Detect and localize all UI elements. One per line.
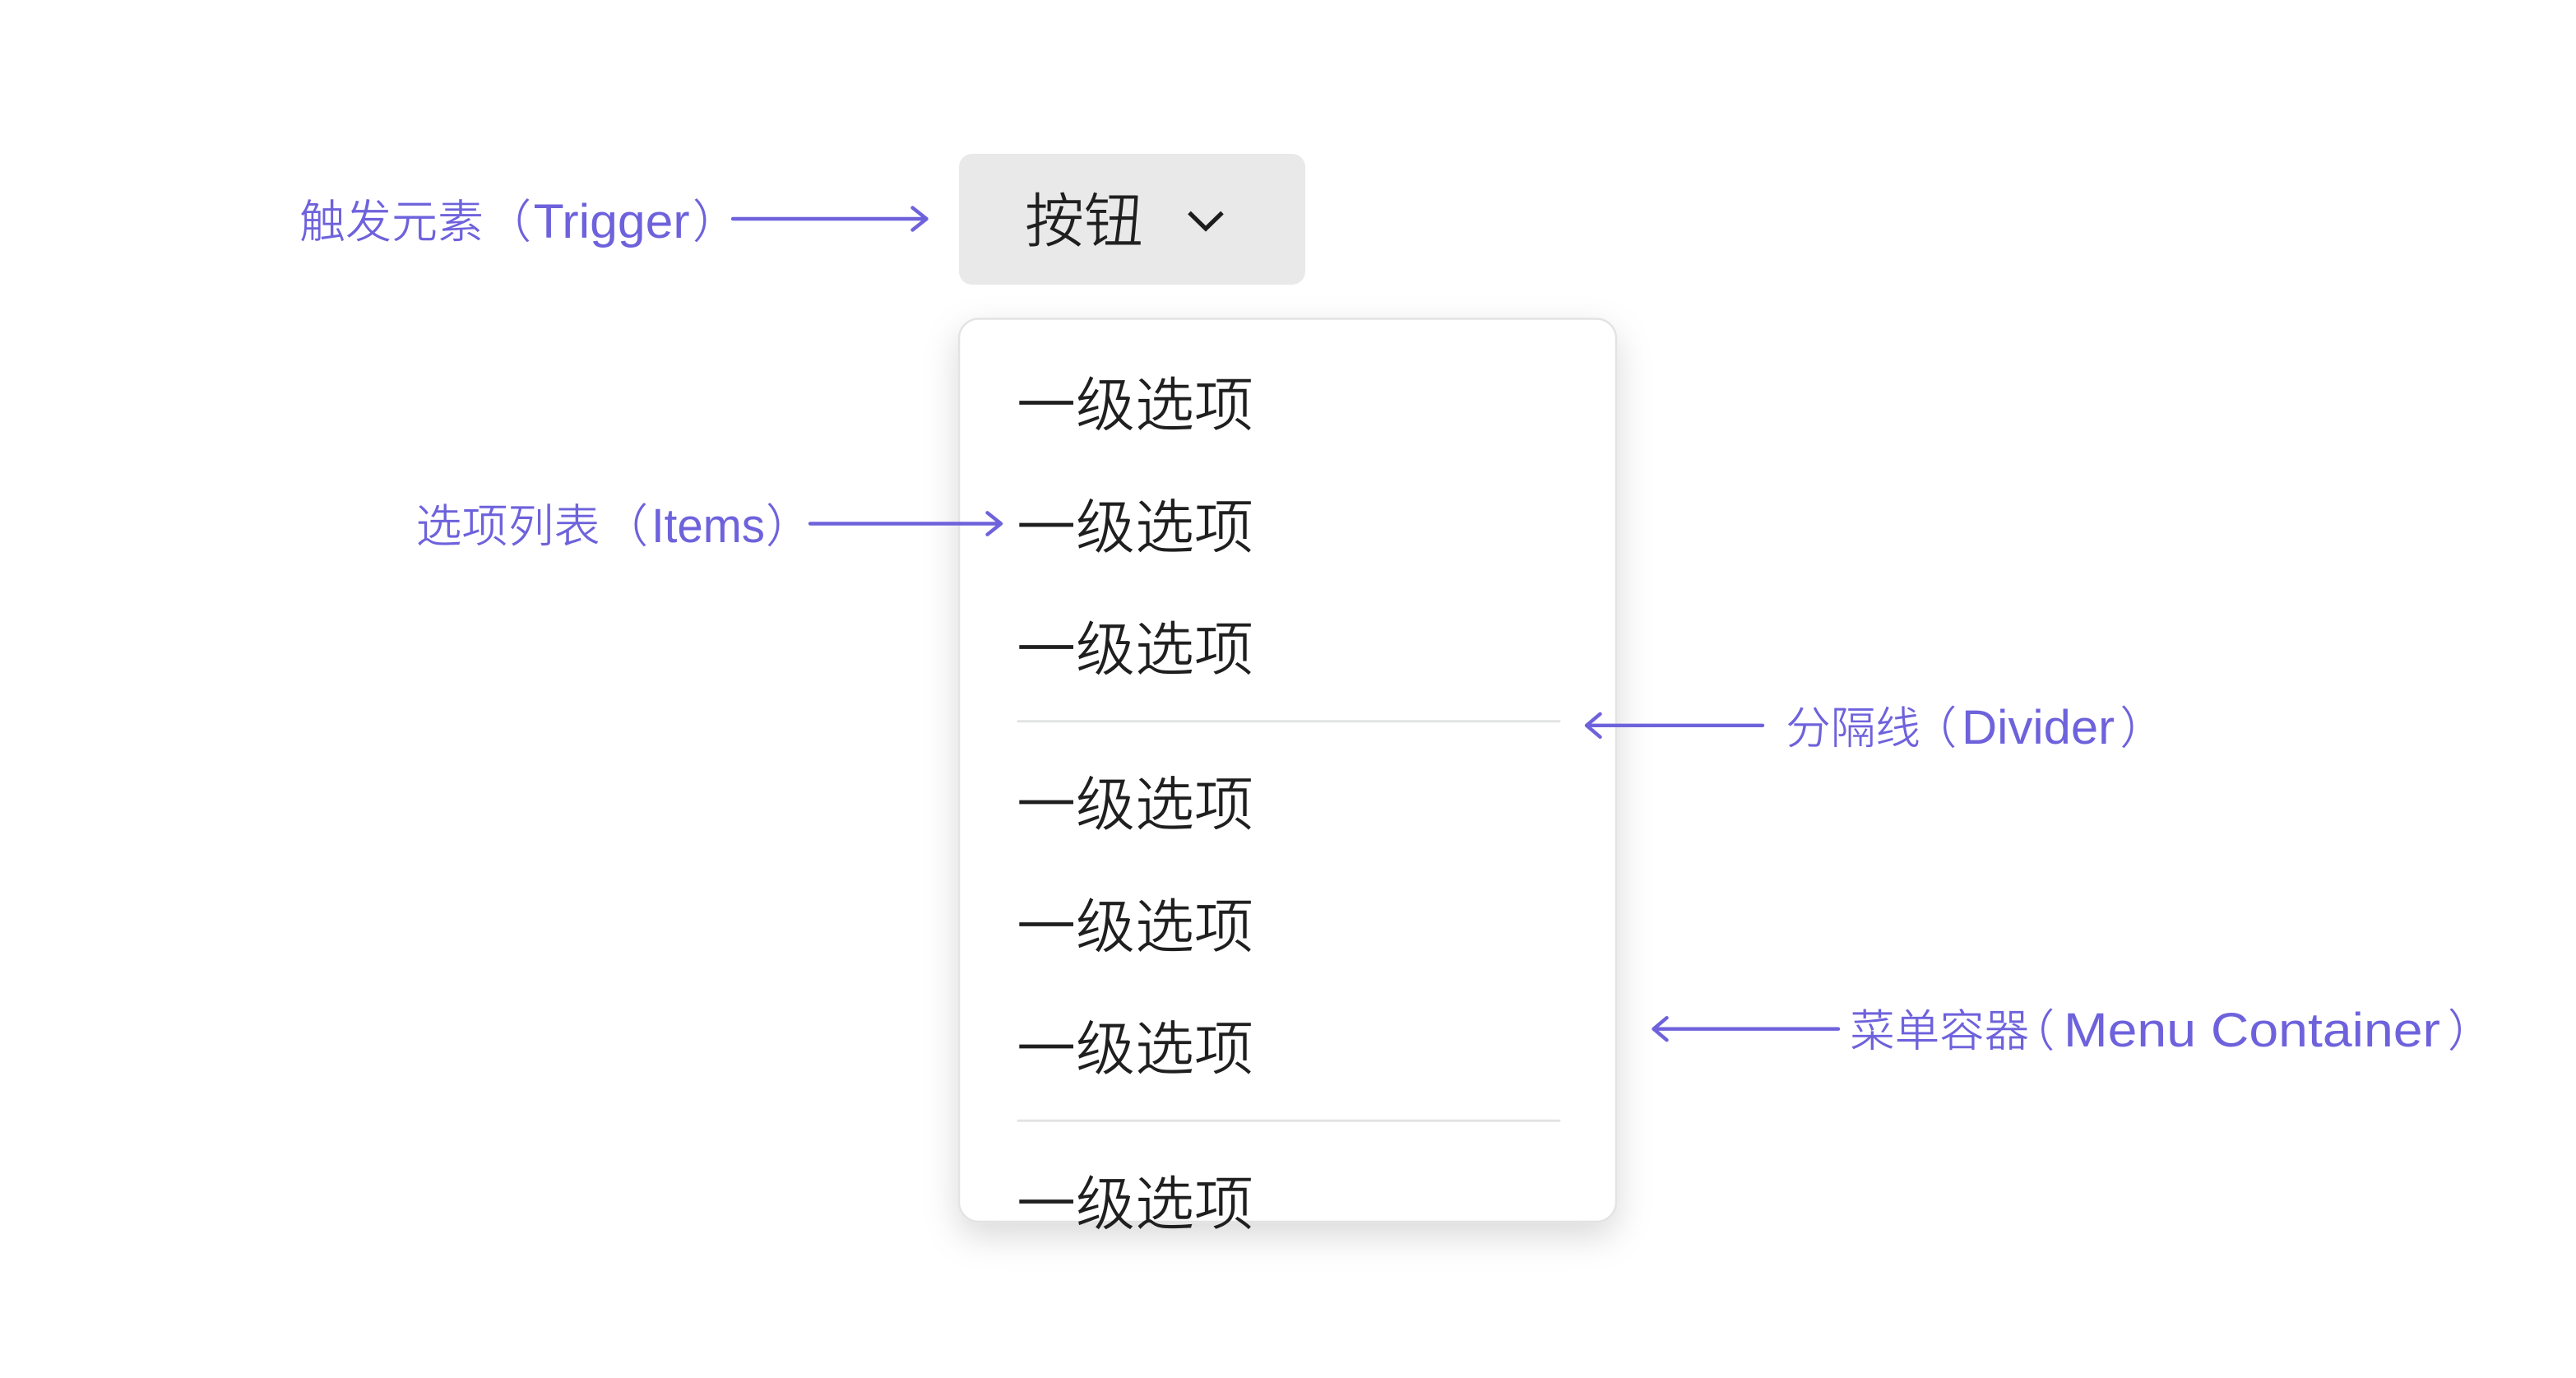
svg-text:Menu Container: Menu Container [2064, 1004, 2440, 1057]
svg-text:Divider: Divider [1962, 701, 2115, 754]
svg-text:Trigger: Trigger [534, 195, 690, 248]
svg-text:Items: Items [651, 499, 765, 553]
